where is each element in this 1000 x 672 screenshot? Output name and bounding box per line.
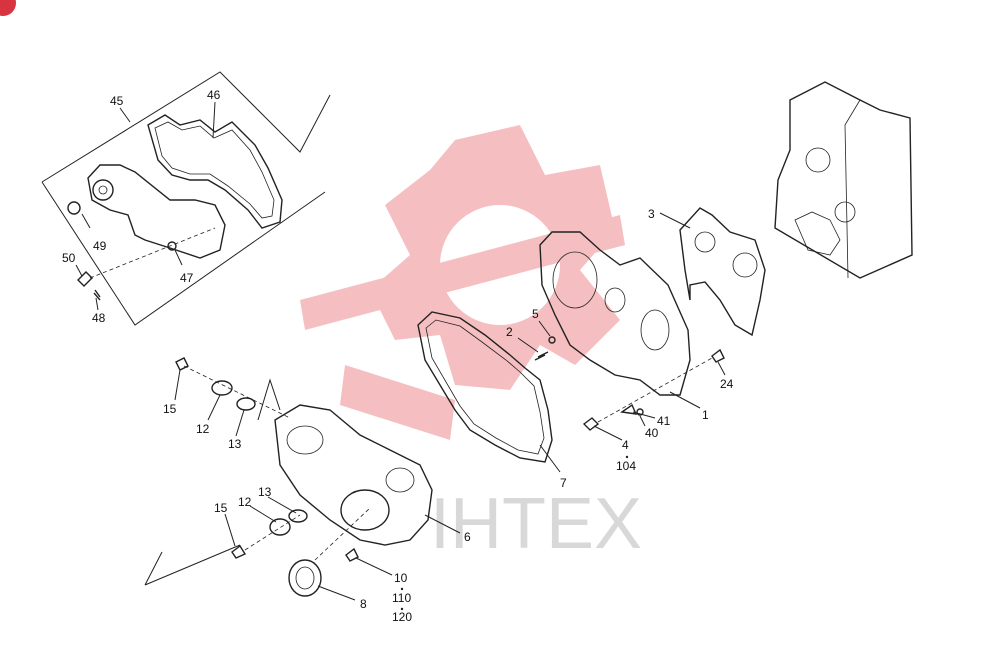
part-5-pin [548, 336, 556, 344]
callout-47: 47 [180, 271, 194, 285]
callout-dot-10 [400, 587, 404, 591]
engine-block [774, 81, 913, 279]
part-7-gasket-inner [425, 319, 545, 455]
part-47-plug [167, 241, 177, 251]
engine-block-bore-2 [834, 201, 856, 223]
part-6-bore [286, 425, 324, 455]
engine-block-cutout [794, 211, 841, 256]
part-40-washer [636, 408, 644, 416]
part-8-seal [288, 559, 322, 597]
callout-49: 49 [93, 239, 107, 253]
part-7-gasket [417, 311, 553, 463]
callout-13-lower: 13 [258, 485, 272, 499]
watermark-gear-logo [300, 125, 625, 440]
part-13-gasket-lower [288, 509, 308, 523]
part-4-bolt [582, 417, 600, 431]
part-24-bolt [711, 348, 725, 363]
axis-line-seal [314, 507, 371, 561]
callout-1: 1 [702, 408, 709, 422]
part-12-cap-upper [211, 380, 233, 396]
callout-dot-4 [625, 455, 629, 459]
part-48-pin [93, 289, 101, 301]
callout-6: 6 [464, 530, 471, 544]
part-15-bolt-upper [175, 357, 189, 371]
callout-labels: 45 46 49 50 47 48 3 5 2 24 1 41 40 4 104… [62, 88, 734, 624]
part-6-lower-cover [274, 404, 433, 546]
part-10-bolt [345, 547, 359, 562]
callout-50: 50 [62, 251, 76, 265]
axis-line-lower-upper [183, 365, 291, 419]
group-lower-frame [144, 544, 241, 586]
leader-lines [75, 101, 726, 601]
group-45-frame [41, 71, 331, 326]
callout-13-upper: 13 [228, 437, 242, 451]
part-15-bolt-lower [231, 544, 247, 559]
callout-4: 4 [622, 438, 629, 452]
part-3-plate [679, 207, 766, 337]
corner-badge [0, 0, 16, 16]
engine-block-edge [844, 99, 861, 279]
callout-110: 110 [392, 591, 411, 605]
part-6-seal-bore [340, 489, 390, 531]
callout-5: 5 [532, 307, 539, 321]
callout-45: 45 [110, 94, 124, 108]
part-46-gasket-inner [154, 121, 275, 219]
part-6-bore-2 [385, 467, 415, 493]
watermark-swoosh [300, 215, 625, 330]
watermark-base [340, 365, 455, 440]
callout-2: 2 [506, 325, 513, 339]
part-49-plug [67, 201, 81, 215]
callout-dot-110 [400, 607, 404, 611]
part-12-cap-lower [269, 518, 291, 536]
callout-104: 104 [616, 459, 636, 473]
callout-3: 3 [648, 207, 655, 221]
callout-120: 120 [392, 610, 412, 624]
callout-10: 10 [394, 571, 408, 585]
part-1-timing-case [539, 231, 691, 396]
axis-line-center [597, 357, 713, 423]
part-46-gasket [147, 114, 283, 229]
part-3-hole [694, 231, 716, 253]
axis-line-upper-left [89, 227, 216, 279]
part-45-hub [92, 179, 114, 201]
axis-line-lower-lower [244, 514, 301, 551]
group-lower-frame-2 [257, 378, 281, 421]
part-1-bore-3 [640, 309, 670, 351]
callout-12-upper: 12 [196, 422, 210, 436]
callout-15-lower: 15 [214, 501, 228, 515]
callout-12-lower: 12 [238, 495, 252, 509]
part-2-dowel [534, 351, 549, 361]
engine-block-bore [805, 147, 831, 173]
callout-48: 48 [92, 311, 106, 325]
part-41-fitting [620, 403, 638, 415]
part-45-hub-bore [98, 185, 108, 195]
part-50-bolt [77, 271, 93, 287]
callout-40: 40 [645, 426, 659, 440]
part-1-bore-2 [604, 287, 626, 313]
callout-24: 24 [720, 377, 734, 391]
part-8-seal-inner [295, 566, 315, 590]
part-3-hole-2 [732, 252, 758, 278]
watermark-text: IHTEX [430, 484, 642, 564]
part-1-bore [552, 251, 598, 309]
callout-46: 46 [207, 88, 221, 102]
part-45-cover [87, 164, 226, 259]
callout-8: 8 [360, 597, 367, 611]
callout-41: 41 [657, 414, 671, 428]
callout-7: 7 [560, 476, 567, 490]
part-13-gasket-upper [236, 397, 256, 411]
callout-15-upper: 15 [163, 402, 177, 416]
